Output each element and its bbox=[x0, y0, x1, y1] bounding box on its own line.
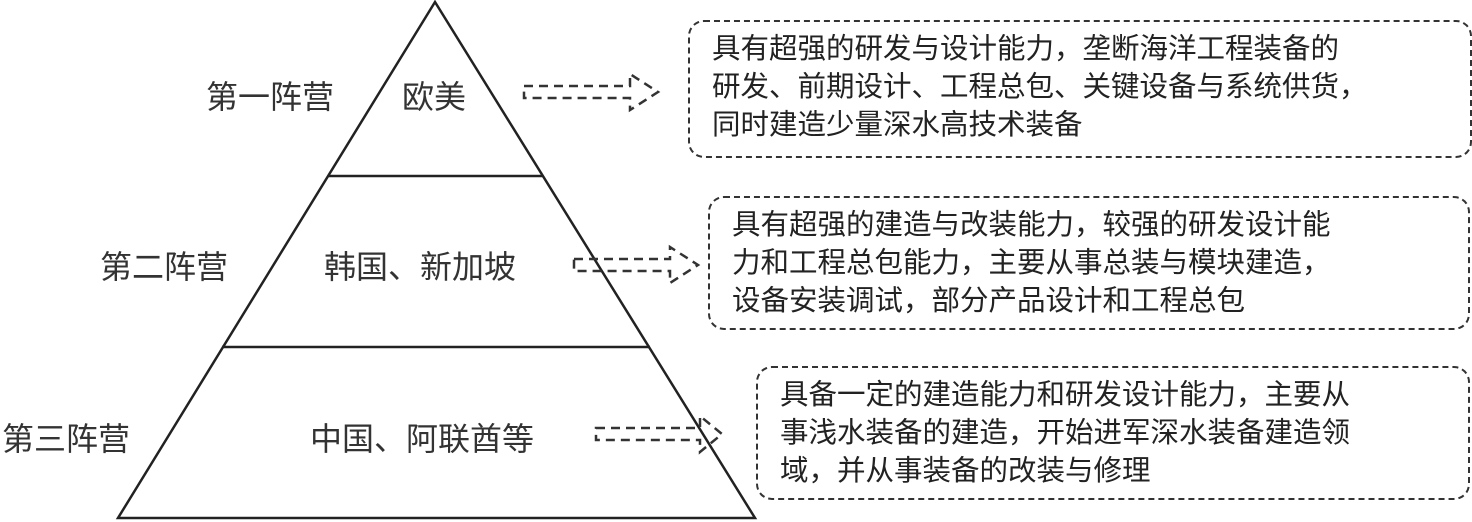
description-line: 力和工程总包能力，主要从事总装与模块建造， bbox=[732, 246, 1331, 279]
dashed-arrow-icon bbox=[594, 413, 724, 455]
dashed-arrow-icon bbox=[572, 244, 701, 286]
description-line: 设备安装调试，部分产品设计和工程总包 bbox=[732, 284, 1246, 317]
description-line: 域，并从事装备的改装与修理 bbox=[780, 454, 1151, 487]
description-line: 具有超强的建造与改装能力，较强的研发设计能 bbox=[732, 208, 1331, 241]
tier-1-region: 欧美 bbox=[402, 78, 467, 116]
description-line: 具备一定的建造能力和研发设计能力，主要从 bbox=[780, 378, 1351, 411]
description-line: 事浅水装备的建造，开始进军深水装备建造领 bbox=[780, 416, 1351, 449]
tier-3-description-box: 具备一定的建造能力和研发设计能力，主要从 事浅水装备的建造，开始进军深水装备建造… bbox=[756, 366, 1470, 500]
tier-1-description-box: 具有超强的研发与设计能力，垄断海洋工程装备的 研发、前期设计、工程总包、关键设备… bbox=[688, 20, 1472, 158]
dashed-arrow-icon bbox=[522, 71, 661, 113]
tier-3-label: 第三阵营 bbox=[2, 420, 131, 458]
tier-2-description-box: 具有超强的建造与改装能力，较强的研发设计能 力和工程总包能力，主要从事总装与模块… bbox=[708, 196, 1470, 330]
description-line: 研发、前期设计、工程总包、关键设备与系统供货， bbox=[712, 70, 1368, 103]
tier-2-region: 韩国、新加坡 bbox=[324, 248, 517, 286]
description-line: 具有超强的研发与设计能力，垄断海洋工程装备的 bbox=[712, 32, 1340, 65]
tier-2-label: 第二阵营 bbox=[100, 248, 229, 286]
tier-1-label: 第一阵营 bbox=[206, 78, 335, 116]
description-line: 同时建造少量深水高技术装备 bbox=[712, 108, 1083, 141]
tier-3-region: 中国、阿联酋等 bbox=[310, 420, 535, 458]
